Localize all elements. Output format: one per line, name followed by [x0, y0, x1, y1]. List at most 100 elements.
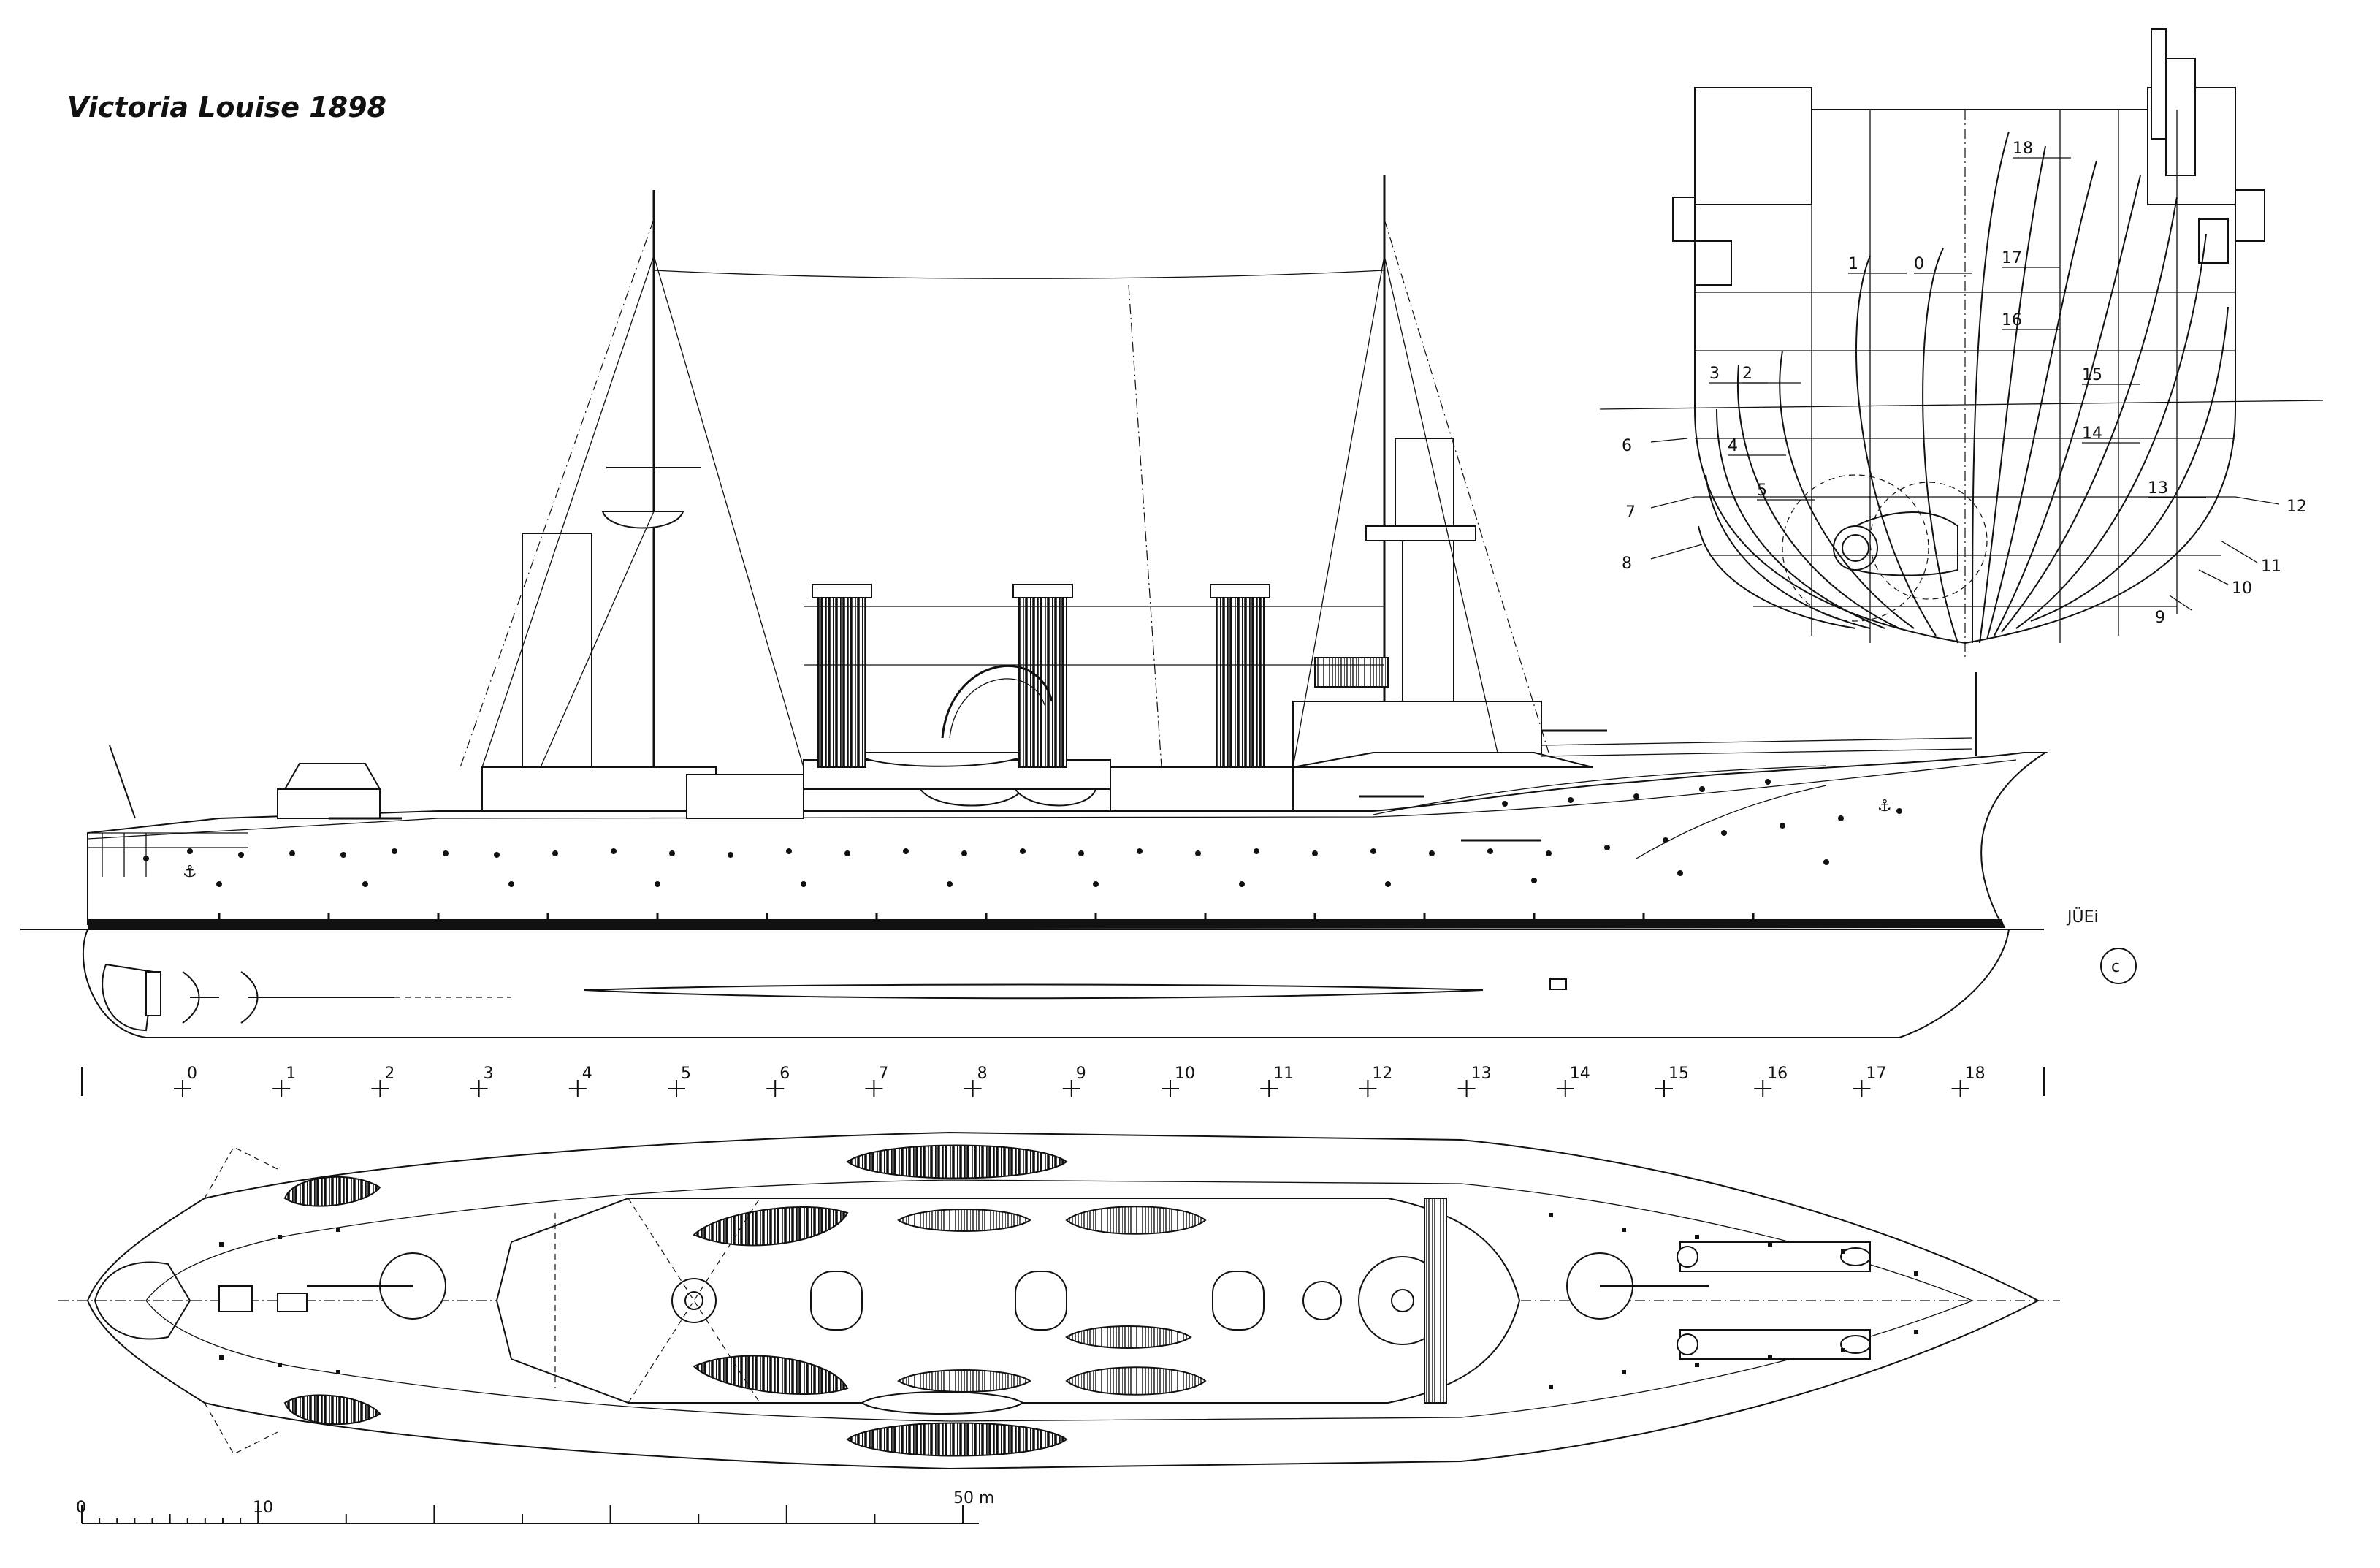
propeller-aft	[182, 971, 219, 1024]
boat-mid-port-2	[846, 1144, 1068, 1179]
fore-mast-top-platform	[1395, 438, 1454, 534]
stern-railing	[88, 832, 248, 877]
frame-station-label: 8	[977, 1065, 988, 1083]
propeller-shaft	[240, 971, 394, 1024]
frame-station-label: 18	[1965, 1065, 1986, 1083]
body-plan-station-label: 15	[2082, 366, 2102, 384]
frame-station-mark	[1359, 1080, 1377, 1097]
frame-station-label: 3	[484, 1065, 494, 1083]
funnel-top-forward	[1212, 1271, 1265, 1331]
body-plan-station-label: 4	[1728, 437, 1738, 455]
boat-mid-stbd-1	[693, 1355, 849, 1395]
aft-searchlight-platform	[283, 763, 381, 790]
frame-station-label: 0	[187, 1065, 197, 1083]
body-plan-station-label: 9	[2155, 609, 2165, 627]
body-plan-station-label: 5	[1757, 482, 1767, 500]
boats-top	[283, 1144, 1207, 1457]
body-plan-station-label: 12	[2286, 498, 2307, 516]
fore-bridge-top	[1424, 1198, 1447, 1404]
frame-station-label: 12	[1372, 1065, 1392, 1083]
boat-mid-stbd-3	[897, 1369, 1031, 1393]
anchor-gear-port	[1679, 1241, 1871, 1272]
deck-outline	[86, 1131, 2040, 1470]
frame-station-mark	[1062, 1080, 1080, 1097]
profile-boat-3	[1014, 788, 1097, 807]
stern-walk	[94, 1261, 191, 1340]
frame-station-mark	[371, 1080, 389, 1097]
frame-station-mark	[272, 1080, 291, 1097]
boat-fwd-centre	[1065, 1325, 1192, 1349]
bow-armor-line	[1636, 785, 1827, 859]
boat-crane	[941, 664, 1053, 739]
frame-station-label: 17	[1866, 1065, 1886, 1083]
frame-station-mark	[174, 1080, 191, 1097]
funnel-aft	[817, 591, 866, 768]
rudder-post	[145, 971, 161, 1016]
scale-mid-label: 10	[253, 1499, 273, 1517]
body-plan-porthole	[1694, 240, 1732, 286]
frame-station-label: 16	[1767, 1065, 1788, 1083]
frame-station-mark	[1853, 1080, 1871, 1097]
frame-station-label: 15	[1668, 1065, 1689, 1083]
frame-station-mark	[668, 1080, 685, 1097]
top-plan-view	[58, 1131, 2060, 1470]
frame-station-mark	[766, 1080, 785, 1097]
frame-station-mark	[568, 1080, 587, 1097]
body-plan-station-label: 14	[2082, 425, 2102, 443]
funnel-forward-cap	[1210, 584, 1270, 598]
frame-station-mark	[865, 1080, 883, 1097]
boot-topping	[88, 919, 2005, 929]
body-plan-station-label: 7	[1625, 503, 1636, 522]
main-mast-top	[671, 1278, 717, 1323]
frame-station-label: 9	[1076, 1065, 1086, 1083]
body-plan-outline	[1694, 109, 2236, 644]
rudder	[102, 963, 155, 1032]
rigging	[481, 255, 1498, 768]
frame-station-mark	[1754, 1080, 1772, 1097]
station-curves-fwd	[1972, 131, 2229, 644]
frame-station-label: 5	[681, 1065, 691, 1083]
frame-station-label: 2	[384, 1065, 394, 1083]
station-curves-aft	[1698, 248, 1958, 644]
funnels-top	[810, 1271, 1265, 1331]
body-plan-station-label: 6	[1622, 437, 1632, 455]
fwd-casemate	[1110, 766, 1294, 812]
body-plan-mast	[2151, 28, 2167, 140]
scale-bar: 0 10 50 m	[76, 1489, 994, 1524]
aft-deckhouse	[277, 788, 381, 819]
frame-station-label: 6	[779, 1065, 790, 1083]
forward-deck-step	[1292, 752, 1593, 768]
bridge-railing	[1314, 657, 1389, 688]
body-plan-station-label: 11	[2261, 557, 2281, 576]
deck-inner-line	[145, 1179, 1974, 1422]
frame-station-label: 14	[1570, 1065, 1590, 1083]
body-plan-station-label: 18	[2013, 140, 2033, 158]
portholes	[143, 779, 1902, 887]
funnel-top-aft	[810, 1271, 863, 1331]
deck-fittings	[219, 1213, 1918, 1389]
fore-mast-tower	[1402, 533, 1454, 702]
boat-mid-port-3	[897, 1209, 1031, 1232]
copyright-symbol	[2100, 948, 2137, 984]
body-plan-station-label: 8	[1622, 555, 1632, 573]
boat-mid-port-1	[693, 1206, 849, 1247]
scale-end-label: 50 m	[953, 1489, 994, 1507]
boat-pinnace	[861, 1391, 1024, 1415]
frame-station-label: 13	[1471, 1065, 1492, 1083]
copyright-letter: c	[2111, 958, 2120, 976]
body-plan-station-label: 10	[2232, 579, 2252, 598]
funnel-middle-cap	[1012, 584, 1073, 598]
underwater-hull	[82, 929, 2010, 1038]
body-plan-grid	[1599, 110, 2324, 643]
frame-station-mark	[1457, 1080, 1476, 1097]
frame-station-label: 7	[878, 1065, 888, 1083]
aft-sail-panel	[522, 533, 592, 768]
boat-aft-port	[283, 1176, 381, 1207]
signal-halyards	[459, 218, 1549, 768]
aft-superstructure	[481, 766, 717, 812]
fore-bridge	[1365, 525, 1476, 541]
frame-station-mark	[964, 1080, 982, 1097]
